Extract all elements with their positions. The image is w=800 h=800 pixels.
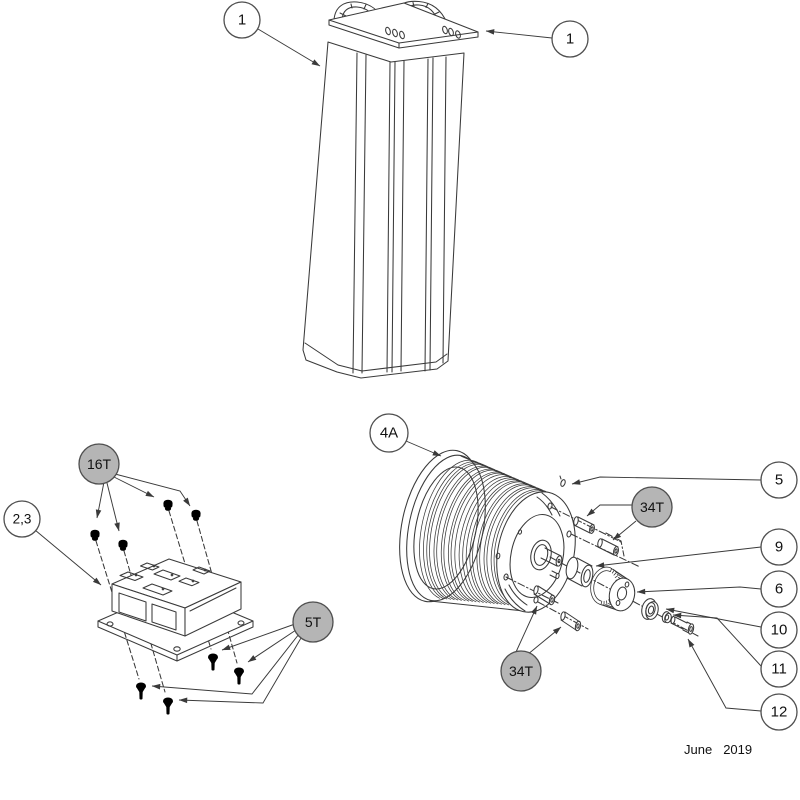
callout-5: 5: [760, 461, 798, 499]
leader-6: [636, 586, 762, 595]
callout-10: 10: [760, 611, 798, 649]
controller-top-screws: [90, 499, 201, 551]
leader-battery-right: [485, 29, 553, 39]
leader-34t-lower-1: [515, 605, 538, 653]
callout-6-label: 6: [775, 581, 783, 598]
washer-10: [641, 598, 659, 620]
battery-panel-lines: [304, 52, 448, 374]
pulley-6: [590, 566, 636, 612]
motor-bolts-upper: [573, 516, 619, 556]
callout-leader-lines: [34, 28, 762, 712]
leader-11: [672, 612, 762, 667]
callout-16t-label: 16T: [87, 456, 112, 472]
motor-fins: [419, 459, 550, 606]
motor-shaft: [540, 547, 563, 580]
leader-controller: [34, 529, 102, 586]
callouts: 1 1 16T 2,3 5T 4A 34T 34T 5 9 6: [3, 1, 798, 731]
leader-34t-upper-2: [612, 520, 637, 541]
callout-9: 9: [760, 528, 798, 566]
callout-10-label: 10: [771, 622, 788, 639]
callout-11: 11: [760, 650, 798, 688]
motor-bolts-lower: [533, 585, 582, 632]
callout-34t-upper-label: 34T: [640, 499, 665, 515]
callout-controller-label: 2,3: [13, 512, 32, 527]
controller-connectors: [119, 562, 211, 596]
shaft-spacer-9: [565, 556, 594, 588]
leader-9: [595, 546, 762, 568]
motor-silhouette: [429, 455, 548, 612]
leader-34t-lower-2: [526, 626, 562, 656]
leader-16t-3: [113, 476, 155, 498]
callout-9-label: 9: [775, 539, 783, 556]
leader-5t-2: [247, 629, 297, 663]
callout-battery-left-label: 1: [238, 12, 246, 29]
controller-box: [111, 558, 242, 637]
callout-34t-lower-label: 34T: [509, 663, 534, 679]
leader-5t-1: [221, 623, 296, 651]
leader-34t-upper-1: [586, 504, 632, 517]
callout-12-label: 12: [771, 704, 788, 721]
callout-16t: 16T: [78, 443, 120, 485]
callout-5t-label: 5T: [305, 614, 322, 630]
callout-6: 6: [760, 570, 798, 608]
leader-5t-3: [151, 633, 300, 695]
leader-battery-left: [257, 28, 321, 67]
leader-motor: [405, 440, 442, 457]
battery-top-plate: [328, 2, 479, 44]
battery-vent-slots: [385, 25, 461, 40]
callout-34t-lower: 34T: [500, 650, 542, 692]
callout-battery-right: 1: [551, 20, 589, 58]
motor-assembly: [399, 449, 699, 637]
leader-16t-2: [106, 482, 120, 532]
callout-11-label: 11: [771, 661, 787, 678]
battery-top-plate-lip: [328, 19, 479, 49]
callout-battery-right-label: 1: [566, 31, 574, 48]
date-stamp: June 2019: [684, 742, 752, 757]
leader-16t-1: [95, 481, 105, 519]
date-year: 2019: [723, 742, 753, 757]
callout-5t: 5T: [292, 601, 334, 643]
callout-motor-label: 4A: [380, 425, 398, 442]
motor-front-face: [495, 491, 576, 613]
set-screw-5: [559, 475, 566, 487]
callout-12: 12: [760, 693, 798, 731]
leader-5t-4: [178, 637, 302, 704]
callout-battery-left: 1: [223, 1, 261, 39]
controller-bottom-screws: [136, 653, 244, 715]
controller-assembly: [90, 499, 254, 715]
leader-5: [571, 476, 762, 485]
callout-34t-upper: 34T: [631, 486, 673, 528]
battery-pack: [302, 0, 479, 379]
callout-controller: 2,3: [3, 500, 41, 538]
callout-motor: 4A: [369, 413, 409, 453]
leader-12: [687, 638, 762, 712]
battery-body: [302, 41, 465, 379]
date-month: June: [684, 742, 713, 757]
callout-5-label: 5: [775, 472, 783, 489]
leader-16t-4: [114, 473, 191, 507]
bolt-12: [670, 615, 695, 635]
